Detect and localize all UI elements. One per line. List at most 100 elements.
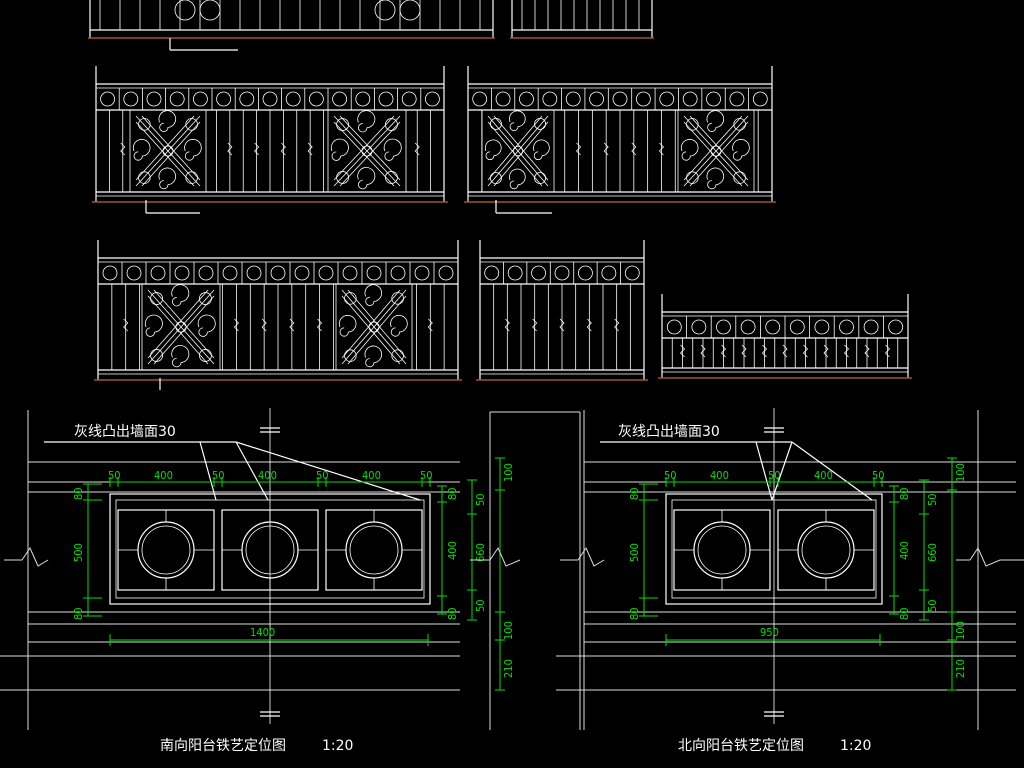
north-plan-scale: 1:20 — [840, 738, 871, 754]
dim-left-label: 80 — [628, 487, 641, 500]
note-leader — [755, 441, 773, 501]
panel-ring-inner — [349, 525, 399, 575]
ring-ornament — [318, 265, 334, 281]
corner-scroll — [733, 171, 746, 184]
corner-scroll — [344, 349, 357, 362]
ring-ornament — [888, 319, 904, 335]
twist-mark — [700, 344, 706, 358]
scroll-curl — [132, 138, 151, 161]
dim-far-right-label: 210 — [954, 659, 967, 678]
dim-left-label: 500 — [72, 543, 85, 562]
scroll-curl — [357, 110, 376, 133]
railing-elevation-top-right — [510, 0, 654, 39]
railing-elevation-low-right — [658, 294, 912, 379]
scroll-curl — [197, 314, 216, 337]
ring-ornament — [390, 265, 406, 281]
scroll-curl — [680, 138, 699, 161]
center-knot — [512, 145, 524, 157]
dim-right-mid-label: 50 — [926, 493, 939, 506]
south-protrusion-note: 灰线凸出墙面30 — [74, 424, 176, 440]
corner-scroll — [138, 118, 151, 131]
south-dim-total: 1400 — [250, 626, 275, 639]
corner-scroll — [150, 349, 163, 362]
twist-mark — [782, 344, 788, 358]
corner-scroll — [185, 118, 198, 131]
corner-scroll — [534, 172, 547, 185]
dim-right-mid-label: 50 — [926, 599, 939, 612]
dim-top-label: 50 — [420, 469, 433, 482]
twist-mark — [307, 142, 313, 156]
ornament-frame — [129, 109, 207, 193]
ring-ornament — [222, 265, 238, 281]
scroll-curl — [171, 284, 190, 307]
dim-top-label: 50 — [872, 469, 885, 482]
ring-ornament — [612, 91, 628, 107]
scroll-curl — [485, 139, 502, 161]
scroll-curl — [184, 138, 202, 161]
dim-right-inner-label: 80 — [898, 607, 911, 620]
ring-ornament — [716, 319, 731, 335]
scroll-curl — [158, 167, 177, 190]
dim-top-label: 50 — [768, 469, 781, 482]
twist-mark — [603, 142, 609, 156]
ring-ornament — [495, 91, 511, 107]
ornament-frame — [335, 283, 413, 371]
ring-ornament — [472, 91, 488, 107]
corner-scroll — [686, 171, 699, 184]
ring-ornament — [624, 265, 640, 281]
scroll-curl — [399, 0, 421, 21]
corner-scroll — [336, 118, 349, 131]
break-mark — [956, 546, 1024, 567]
ring-ornament — [839, 319, 854, 335]
note-leader — [791, 441, 873, 501]
twist-mark — [233, 318, 240, 332]
scroll-curl — [144, 314, 163, 337]
twist-mark — [289, 318, 295, 332]
scroll-curl — [509, 110, 526, 132]
scroll-curl — [199, 0, 221, 21]
corner-scroll — [733, 118, 746, 131]
ring-ornament — [765, 319, 781, 335]
note-leader — [199, 441, 217, 501]
corner-scroll — [534, 117, 547, 130]
twist-mark — [280, 142, 286, 156]
dim-far-right-label: 210 — [502, 659, 515, 678]
dim-far-right-label: 100 — [502, 621, 515, 640]
ring-ornament — [239, 91, 255, 107]
dim-top-label: 400 — [258, 469, 277, 482]
panel-ring-inner — [141, 525, 191, 575]
ring-ornament — [691, 319, 707, 335]
dim-top-label: 50 — [108, 469, 121, 482]
ring-ornament — [635, 91, 651, 107]
ring-ornament — [814, 319, 830, 335]
corner-scroll — [336, 171, 349, 184]
ring-ornament — [424, 91, 440, 107]
scroll-curl — [330, 138, 349, 161]
ring-ornament — [565, 91, 581, 107]
north-plan-title: 北向阳台铁艺定位图 — [678, 738, 804, 754]
dim-top-label: 400 — [362, 469, 381, 482]
ring-ornament — [706, 91, 721, 107]
twist-mark — [631, 142, 637, 156]
dim-left-label: 80 — [628, 607, 641, 620]
corner-scroll — [344, 292, 357, 305]
twist-mark — [261, 318, 267, 332]
dim-far-right-label: 100 — [502, 463, 515, 482]
scroll-curl — [732, 138, 750, 161]
twist-mark — [679, 344, 686, 358]
ring-ornament — [216, 91, 232, 107]
dim-right-mid-label: 660 — [926, 543, 939, 562]
dim-left-label: 80 — [72, 487, 85, 500]
ring-ornament — [102, 265, 118, 281]
panel-ring-inner — [697, 525, 747, 575]
dim-right-mid-label: 50 — [474, 599, 487, 612]
ring-ornament — [150, 265, 166, 281]
twist-mark — [864, 344, 870, 358]
ring-ornament — [100, 91, 115, 107]
corner-scroll — [185, 171, 198, 184]
note-leader — [771, 441, 793, 501]
center-knot — [710, 145, 722, 157]
ring-ornament — [542, 91, 558, 107]
ring-ornament — [192, 91, 208, 107]
